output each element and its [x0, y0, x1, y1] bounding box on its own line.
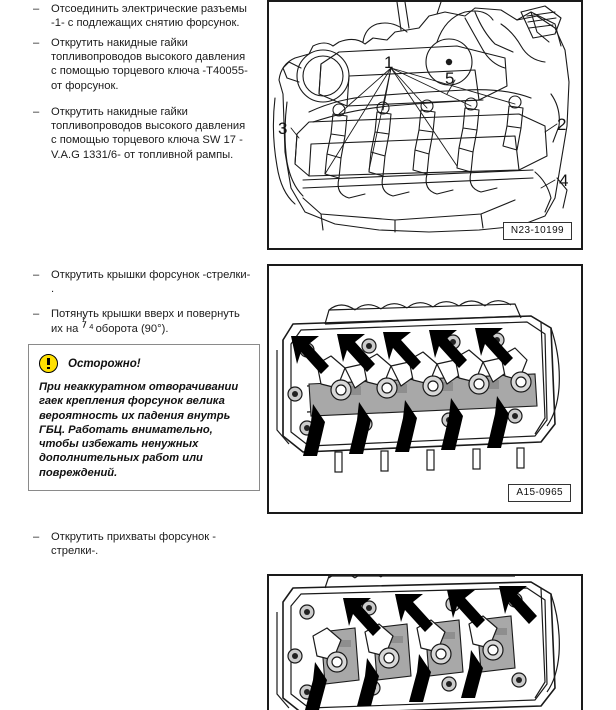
injector-studs	[334, 447, 525, 473]
bullet-dash-icon: –	[33, 308, 40, 320]
instruction-text: Открутить крышки форсунок -стрелки- .	[51, 269, 251, 296]
instruction-text-after-fraction: оборота (90°).	[92, 323, 169, 336]
injector-assembly	[362, 353, 416, 399]
figure-cylinder-head-clamps	[267, 574, 583, 710]
pointer-arrows-upper	[343, 586, 537, 636]
pointer-arrows-lower	[303, 396, 509, 456]
figure-cylinder-head-covers: A15-0965	[267, 264, 583, 514]
instruction-text: Открутить накидные гайки топливопроводов…	[51, 106, 246, 161]
fraction-numerator: 1	[81, 315, 86, 325]
bullet-dash-icon: –	[33, 37, 40, 49]
caution-body-text: При неаккуратном отворачивании гаек креп…	[39, 381, 239, 479]
instruction-item-2: – Открутить накидные гайки топливопровод…	[33, 36, 265, 93]
instruction-text-before-fraction: Потянуть крышки вверх и повернуть их на	[51, 308, 240, 336]
callout-1: 1	[384, 53, 393, 72]
injector-assembly	[312, 627, 348, 673]
instruction-item-6: – Открутить прихваты форсунок - стрелки-…	[33, 530, 265, 558]
bullet-dash-icon: –	[33, 106, 40, 118]
instruction-text: Открутить накидные гайки топливопроводов…	[51, 37, 248, 92]
caution-title: Осторожно!	[68, 357, 141, 370]
caution-box: Осторожно! При неаккуратном отворачивани…	[28, 344, 260, 492]
bullet-dash-icon: –	[33, 3, 40, 15]
pointer-arrows-upper	[291, 328, 513, 374]
fraction-denominator: 4	[89, 322, 94, 332]
callout-3: 3	[278, 119, 287, 138]
instruction-text-column: – Отсоединить электрические разъемы -1- …	[0, 0, 268, 710]
engine-callout-numbers: 1 2 3 4 5	[278, 53, 568, 190]
figure-label-engine: N23-10199	[502, 222, 572, 240]
injector-assembly	[316, 355, 370, 401]
instruction-item-4: – Открутить крышки форсунок -стрелки- .	[33, 268, 269, 296]
figure-label-cylinder-head: A15-0965	[508, 484, 571, 502]
bullet-dash-icon: –	[33, 269, 40, 281]
callout-4: 4	[559, 171, 568, 190]
instruction-text: Открутить прихваты форсунок - стрелки-.	[51, 531, 216, 558]
callout-5: 5	[445, 69, 454, 88]
cylinder-head-clamps-drawing	[276, 576, 560, 710]
instruction-text: Отсоединить электрические разъемы -1- с …	[51, 3, 247, 30]
instruction-item-5: – Потянуть крышки вверх и повернуть их н…	[33, 307, 265, 336]
bullet-dash-icon: –	[33, 531, 40, 543]
warning-exclamation-icon	[39, 354, 58, 373]
pointer-arrows-lower	[305, 650, 483, 710]
instruction-text: Потянуть крышки вверх и повернуть их на …	[51, 307, 265, 336]
engine-line-drawing: 1 2 3 4 5	[272, 2, 570, 233]
figure-engine-overview: 1 2 3 4 5 N23-10199	[267, 0, 583, 250]
instruction-item-1: – Отсоединить электрические разъемы -1- …	[33, 2, 265, 30]
callout-2: 2	[557, 115, 566, 134]
instruction-item-3: – Открутить накидные гайки топливопровод…	[33, 105, 265, 162]
cylinder-head-line-drawing	[276, 300, 560, 473]
caution-header: Осторожно!	[39, 354, 249, 373]
